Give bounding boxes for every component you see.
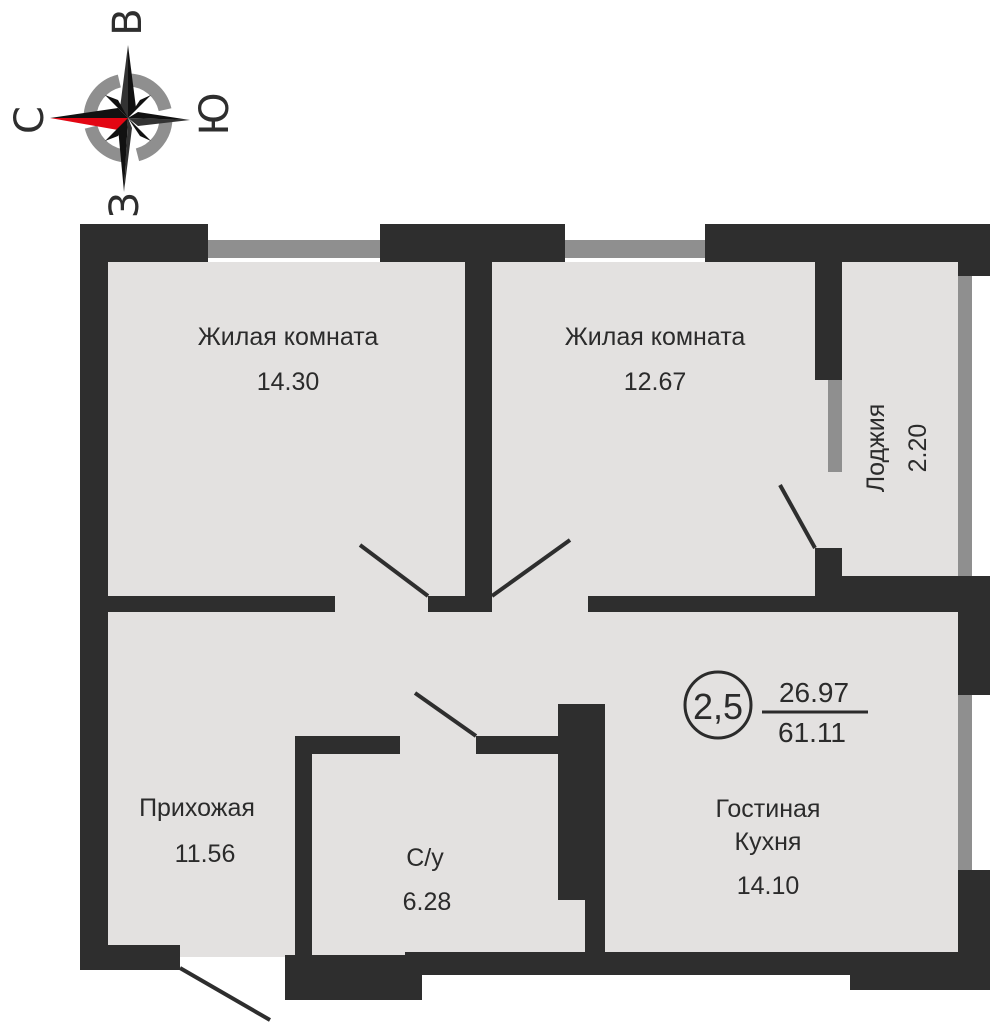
total-area: 61.11 [778,717,846,748]
rooms-count: 2,5 [693,686,743,727]
room-loggia: Лоджия 2.20 [862,404,932,493]
door [413,691,478,738]
room-living-kitchen: Гостиная Кухня 14.10 [716,795,821,900]
walls [80,224,990,1000]
room-area: 11.56 [175,840,236,868]
compass-label-south: Ю [192,92,238,135]
room-hallway: Прихожая 11.56 [139,794,255,868]
room-bathroom: С/у 6.28 [403,844,452,916]
window [828,380,842,472]
room-name-line2: Кухня [735,828,802,856]
apartment-summary: 2,5 26.97 61.11 [683,670,868,748]
room-bedroom-1: Жилая комната 14.30 [198,323,379,396]
room-area: 12.67 [624,368,687,396]
rooms-count-circle [683,670,753,740]
room-area: 6.28 [403,888,452,916]
room-name: Жилая комната [198,323,379,351]
window [565,240,705,258]
room-name-line1: Гостиная [716,795,821,823]
room-bedroom-2: Жилая комната 12.67 [565,323,746,396]
door [778,484,817,549]
room-area: 14.30 [257,368,320,396]
room-area: 2.20 [904,424,932,473]
room-area: 14.10 [737,872,800,900]
compass: В С Ю З [7,8,238,218]
compass-label-north: С [7,106,53,134]
living-area: 26.97 [779,677,849,708]
door [358,543,430,598]
compass-needle [50,118,128,130]
door [490,538,572,598]
windows [208,240,972,870]
window [208,240,380,258]
room-name: С/у [406,844,444,872]
compass-label-east: В [105,8,151,35]
room-name: Жилая комната [565,323,746,351]
entrance-door [178,966,272,1022]
doors [178,484,817,1022]
window [958,695,972,870]
compass-star-icon [50,45,190,192]
compass-label-west: З [102,192,148,218]
room-name: Прихожая [139,794,255,822]
window [958,276,972,576]
room-name: Лоджия [862,404,890,493]
